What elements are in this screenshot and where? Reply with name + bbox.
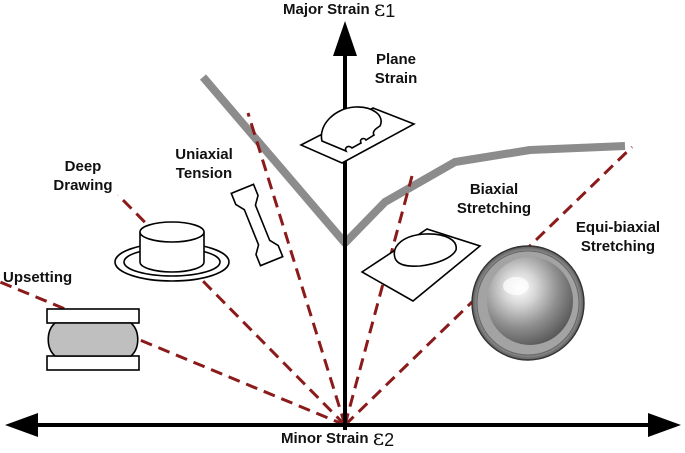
minor-strain-label-text: Minor Strain xyxy=(281,430,369,447)
plane-strain-label-line2: Strain xyxy=(374,70,418,87)
major-strain-axis-label: Major Strain ε1 xyxy=(283,0,395,21)
biaxial-stretching-specimen-icon xyxy=(360,228,482,302)
epsilon-1-subscript: 1 xyxy=(385,1,396,21)
biaxial-stretching-label: Biaxial Stretching xyxy=(439,180,549,218)
deep-drawing-label: Deep Drawing xyxy=(46,157,120,195)
deep-drawing-label-line2: Drawing xyxy=(53,177,113,194)
equi-biaxial-stretching-label-line1: Equi-biaxial xyxy=(575,219,661,236)
upsetting-specimen-icon xyxy=(46,308,140,371)
minor-strain-axis xyxy=(5,413,681,437)
minor-axis-right-arrowhead xyxy=(648,413,681,437)
biaxial-stretching-label-line1: Biaxial xyxy=(469,181,519,198)
uniaxial-tension-specimen-icon xyxy=(230,183,284,267)
deep-drawing-cup-icon xyxy=(114,221,230,282)
deep-drawing-label-line1: Deep xyxy=(64,158,102,175)
biaxial-stretching-label-line2: Stretching xyxy=(456,200,532,217)
plane-strain-label-line1: Plane xyxy=(375,51,417,68)
upsetting-label: Upsetting xyxy=(3,269,73,286)
equi-biaxial-stretching-label-line2: Stretching xyxy=(580,238,656,255)
strain-path-upsetting xyxy=(0,280,346,427)
equi-biaxial-dome-icon xyxy=(471,245,585,361)
major-strain-axis xyxy=(333,21,357,430)
epsilon-2-subscript: 2 xyxy=(384,430,395,450)
major-axis-arrowhead xyxy=(333,21,357,56)
uniaxial-tension-label: Uniaxial Tension xyxy=(163,145,245,183)
minor-axis-left-arrowhead xyxy=(5,413,38,437)
forming-limit-curve xyxy=(199,74,626,247)
minor-strain-axis-label: Minor Strain ε2 xyxy=(281,426,395,451)
plane-strain-specimen-icon xyxy=(299,106,416,164)
epsilon-1-symbol: ε xyxy=(373,0,386,22)
major-strain-label-text: Major Strain xyxy=(283,1,370,18)
strain-path-biaxial-stretching xyxy=(343,175,414,426)
epsilon-2-symbol: ε xyxy=(372,426,385,451)
strain-path-uniaxial-tension xyxy=(246,112,347,426)
equi-biaxial-stretching-label: Equi-biaxial Stretching xyxy=(565,218,671,256)
uniaxial-tension-label-line1: Uniaxial xyxy=(175,146,233,163)
plane-strain-label: Plane Strain xyxy=(363,50,429,88)
uniaxial-tension-label-line2: Tension xyxy=(175,165,233,182)
